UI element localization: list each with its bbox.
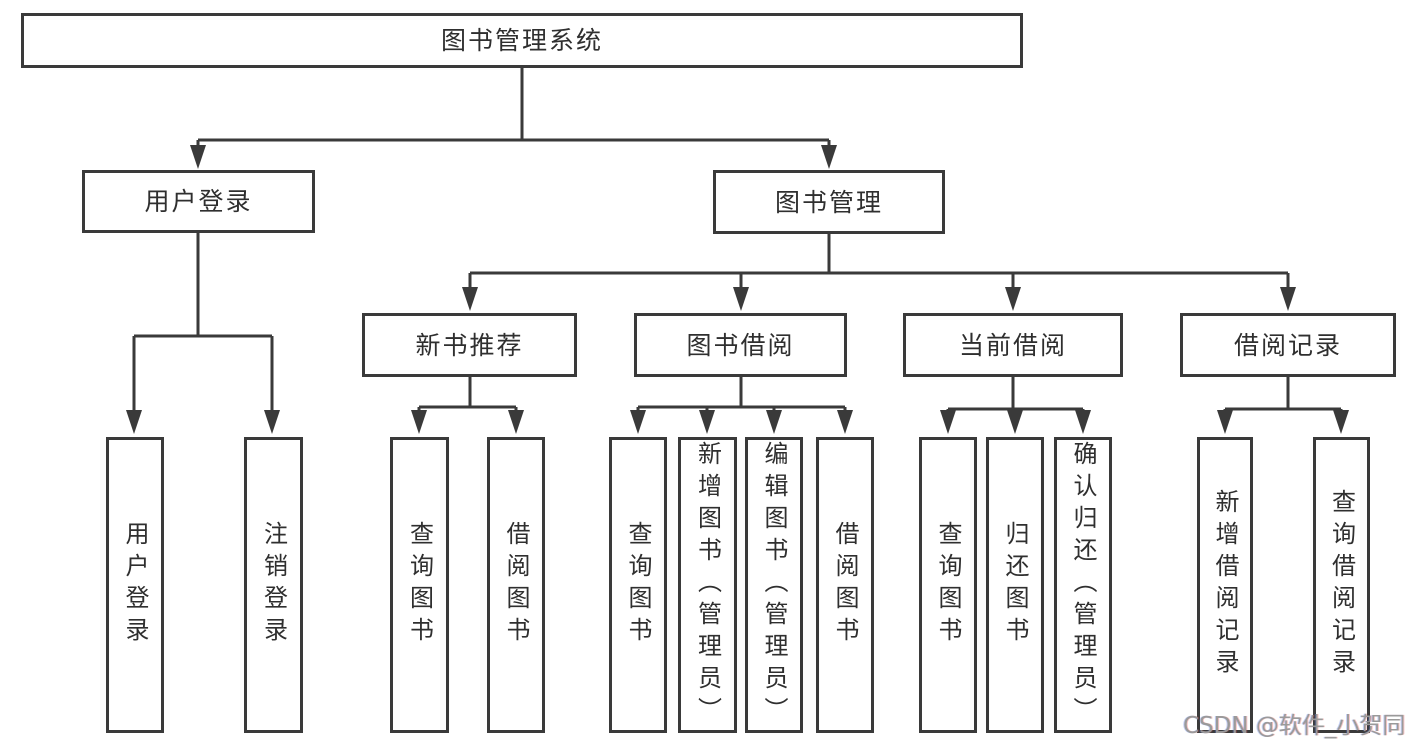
leaf-label: 新增借阅记录 bbox=[1211, 489, 1239, 681]
node-new-book-recommend: 新书推荐 bbox=[362, 313, 577, 377]
connector-book-management-to-level3 bbox=[462, 234, 1296, 311]
leaf-borrow-books-newbook: 借阅图书 bbox=[487, 437, 545, 733]
leaf-add-books-admin: 新增图书（管理员） bbox=[678, 437, 737, 733]
node-label: 图书借阅 bbox=[686, 330, 795, 360]
node-book-borrow: 图书借阅 bbox=[634, 313, 847, 377]
leaf-query-books-current: 查询图书 bbox=[919, 437, 977, 733]
leaf-label: 查询图书 bbox=[624, 521, 652, 649]
node-current-borrow: 当前借阅 bbox=[903, 313, 1123, 377]
node-label: 用户登录 bbox=[144, 187, 253, 216]
connector-current-borrow-to-leaves bbox=[940, 377, 1091, 434]
node-book-management: 图书管理 bbox=[713, 170, 945, 234]
connector-book-borrow-to-leaves bbox=[630, 377, 853, 434]
connector-new-book-to-leaves bbox=[411, 377, 524, 434]
node-label: 当前借阅 bbox=[958, 330, 1067, 360]
leaf-label: 确认归还（管理员） bbox=[1069, 441, 1097, 729]
node-user-login: 用户登录 bbox=[82, 170, 315, 233]
leaf-logout: 注销登录 bbox=[244, 437, 303, 733]
node-label: 图书管理系统 bbox=[440, 26, 603, 55]
node-library-system: 图书管理系统 bbox=[21, 13, 1023, 68]
leaf-label: 新增图书（管理员） bbox=[693, 441, 722, 729]
leaf-confirm-return-admin: 确认归还（管理员） bbox=[1054, 437, 1112, 733]
leaf-query-borrow-record: 查询借阅记录 bbox=[1313, 437, 1370, 733]
leaf-query-books-borrow: 查询图书 bbox=[609, 437, 667, 733]
leaf-return-books: 归还图书 bbox=[986, 437, 1044, 733]
leaf-add-borrow-record: 新增借阅记录 bbox=[1197, 437, 1253, 733]
node-label: 图书管理 bbox=[774, 187, 883, 217]
leaf-edit-books-admin: 编辑图书（管理员） bbox=[745, 437, 803, 733]
connector-root-to-level2 bbox=[190, 68, 837, 169]
node-borrow-record: 借阅记录 bbox=[1180, 313, 1396, 377]
connector-borrow-record-to-leaves bbox=[1217, 377, 1349, 434]
connector-user-login-to-leaves bbox=[126, 233, 280, 434]
node-label: 新书推荐 bbox=[415, 330, 524, 360]
leaf-user-login: 用户登录 bbox=[106, 437, 164, 733]
leaf-label: 归还图书 bbox=[1001, 521, 1029, 649]
leaf-query-books-newbook: 查询图书 bbox=[390, 437, 449, 733]
leaf-borrow-books: 借阅图书 bbox=[816, 437, 874, 733]
node-label: 借阅记录 bbox=[1233, 330, 1342, 360]
leaf-label: 查询图书 bbox=[405, 521, 434, 649]
leaf-label: 查询借阅记录 bbox=[1327, 489, 1356, 681]
leaf-label: 借阅图书 bbox=[831, 521, 859, 649]
leaf-label: 借阅图书 bbox=[502, 521, 530, 649]
leaf-label: 注销登录 bbox=[259, 521, 288, 649]
leaf-label: 查询图书 bbox=[934, 521, 962, 649]
csdn-watermark: CSDN @软件_小贺同学 bbox=[1183, 713, 1405, 739]
leaf-label: 编辑图书（管理员） bbox=[760, 441, 788, 729]
leaf-label: 用户登录 bbox=[121, 521, 149, 649]
